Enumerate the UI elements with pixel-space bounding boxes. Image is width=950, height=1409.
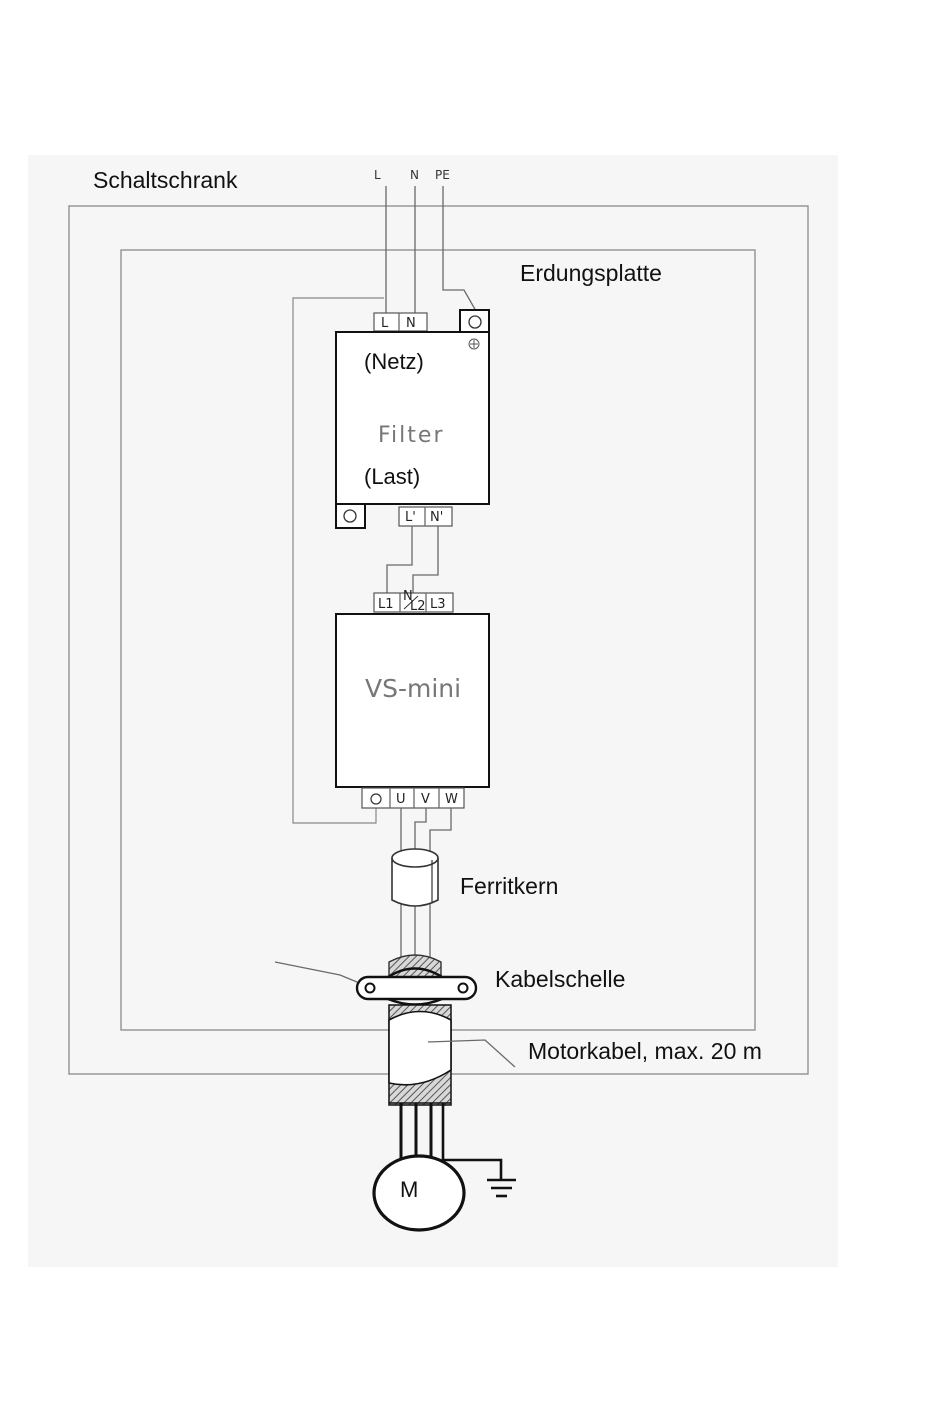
inverter-output-w: W <box>445 792 458 807</box>
ground-symbol-icon <box>469 339 479 349</box>
motor-circle <box>374 1156 464 1230</box>
inverter-input-l2: L2 <box>410 599 426 614</box>
filter-line-side-label: (Netz) <box>364 349 424 374</box>
inverter-name: VS-mini <box>365 674 461 703</box>
supply-l-label: L <box>374 168 381 182</box>
inverter-output-v: V <box>421 792 430 807</box>
filter-output-pe-terminal <box>336 504 365 528</box>
motor-cable-label: Motorkabel, max. 20 m <box>528 1038 762 1064</box>
motor-cable <box>389 1005 451 1105</box>
inverter-input-l3: L3 <box>430 597 446 612</box>
filter-pe-terminal <box>460 310 489 332</box>
filter-input-l: L <box>381 316 389 331</box>
filter-output-n: N' <box>430 510 443 525</box>
ferrite-label: Ferritkern <box>460 873 558 899</box>
inverter-input-l1: L1 <box>378 597 394 612</box>
ferrite-core <box>392 849 438 906</box>
ground-plate-label: Erdungsplatte <box>520 260 662 286</box>
supply-n-label: N <box>410 168 419 182</box>
clamp-label: Kabelschelle <box>495 966 625 992</box>
motor-label: M <box>400 1177 418 1202</box>
filter-load-side-label: (Last) <box>364 464 420 489</box>
cabinet-label: Schaltschrank <box>93 167 238 193</box>
supply-pe-label: PE <box>435 168 450 182</box>
filter-input-n: N <box>406 316 416 331</box>
inverter-output-u: U <box>396 792 406 807</box>
filter-output-l: L' <box>405 510 416 525</box>
filter-name: Filter <box>378 423 444 448</box>
